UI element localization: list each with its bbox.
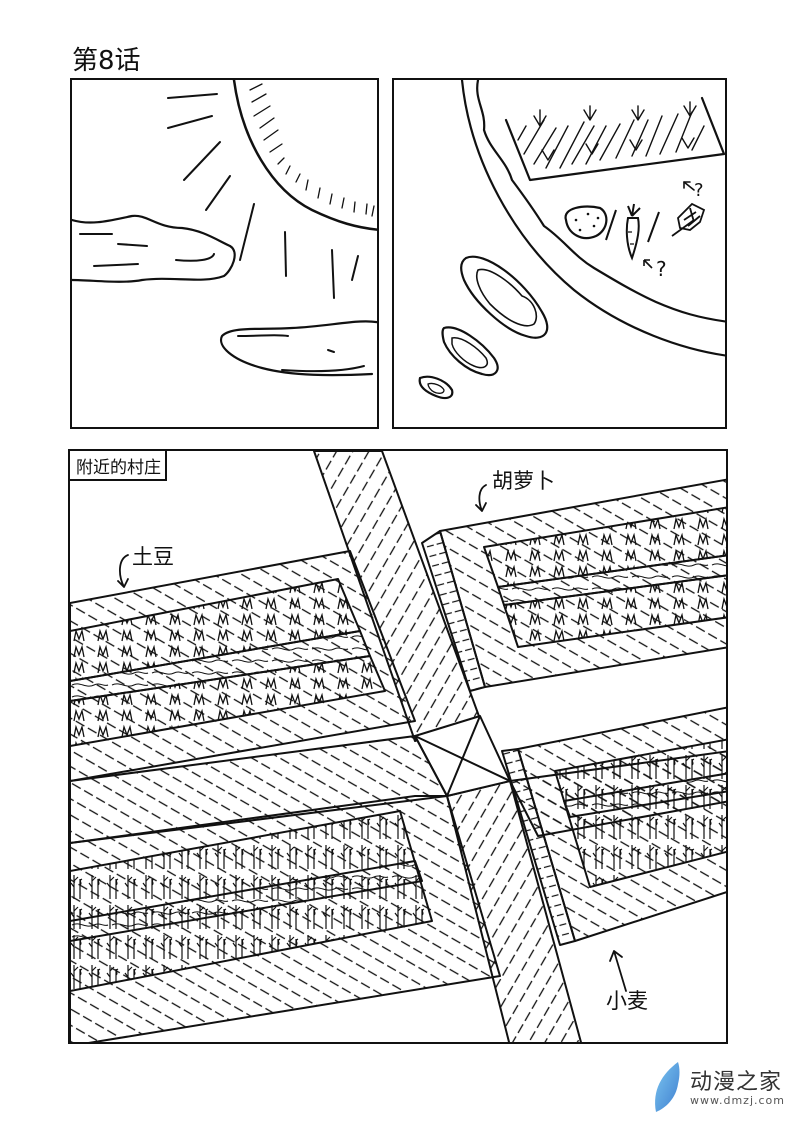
watermark-brand: 动漫之家	[690, 1070, 783, 1095]
caption-nearby-village: 附近的村庄	[70, 451, 167, 481]
leaf-logo-icon	[655, 1062, 680, 1112]
panel-sun	[70, 78, 379, 429]
wheat-arrow-icon	[609, 950, 627, 992]
label-potato: 土豆	[132, 545, 174, 569]
watermark-url: www.dmzj.com	[690, 1094, 785, 1107]
fields-illustration	[70, 451, 726, 1042]
planet-illustration: ? ?	[418, 80, 725, 400]
label-carrot: 胡萝卜	[492, 469, 555, 493]
question-mark-1: ?	[694, 180, 704, 201]
label-wheat: 小麦	[606, 989, 648, 1013]
panel-village-fields: 附近的村庄	[68, 449, 728, 1044]
question-mark-2: ?	[656, 257, 667, 281]
chapter-title: 第8话	[72, 46, 141, 76]
sun-illustration	[72, 80, 377, 377]
carrot-icon	[625, 203, 641, 261]
potato-icon	[564, 205, 608, 240]
panel-planet: ? ?	[392, 78, 727, 429]
carrot-arrow-icon	[475, 484, 487, 512]
wheat-icon	[671, 202, 706, 237]
watermark-logo: 动漫之家 www.dmzj.com	[648, 1058, 798, 1118]
potato-arrow-icon	[117, 554, 129, 588]
